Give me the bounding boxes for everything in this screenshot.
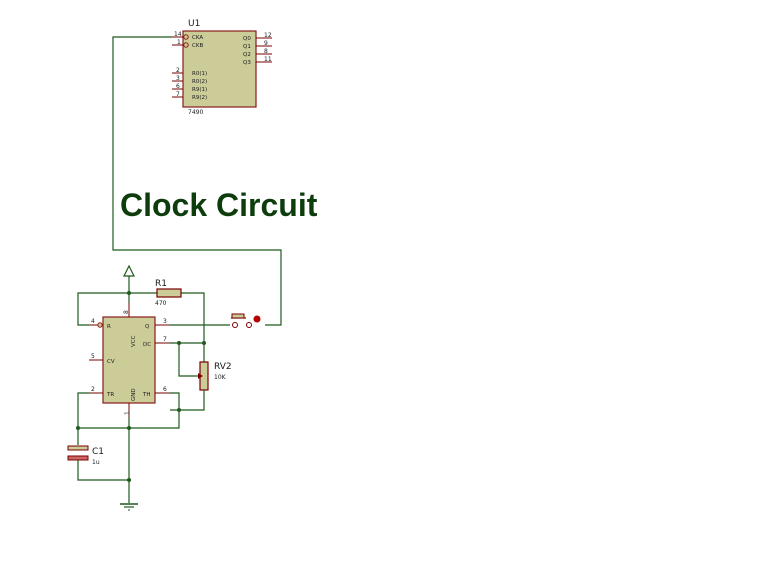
u1-inverter-bubble: [183, 42, 189, 48]
timer-pin-name: Q: [145, 324, 150, 330]
potentiometer-rv2[interactable]: RV2 10K: [198, 361, 232, 391]
c1-ref: C1: [92, 447, 104, 457]
c1-bottom-wire: [77, 460, 129, 481]
r1-body: [156, 288, 182, 298]
u1-pin-num: 12: [264, 32, 272, 39]
timer-pin-num: 7: [163, 336, 167, 343]
timer-pin-num: 2: [91, 386, 95, 393]
c1-plate-top: [67, 445, 89, 451]
timer-reset-bubble: [97, 322, 103, 328]
u1-pin-name: R0(2): [192, 79, 207, 85]
u1-pin-num: 6: [176, 83, 180, 90]
button-indicator-icon: [253, 315, 261, 323]
timer-pin-name: VCC: [131, 335, 137, 347]
ground-icon[interactable]: [120, 503, 138, 511]
u1-pin-num: 9: [264, 40, 268, 47]
junction-dot: [127, 426, 131, 430]
u1-pin-name: R9(2): [192, 95, 207, 101]
resistor-r1[interactable]: R1 470: [155, 279, 182, 307]
u1-pin-name: CKA: [192, 35, 203, 41]
power-arrow-icon: [123, 264, 135, 277]
timer-pin-num: 1: [124, 411, 131, 415]
u1-ref: U1: [188, 19, 200, 29]
button-contact-right: [246, 322, 252, 328]
u1-part: 7490: [188, 109, 203, 116]
junction-dot: [177, 408, 181, 412]
u1-pin-name: CKB: [192, 43, 203, 49]
c1-value: 1u: [92, 459, 100, 466]
button-cap: [231, 313, 245, 319]
u1-pin-name: R9(1): [192, 87, 207, 93]
u1-pin-name: Q2: [243, 52, 251, 58]
button-contact-left: [232, 322, 238, 328]
u1-pin-num: 14: [174, 31, 182, 38]
r1-ref: R1: [155, 279, 167, 289]
timer-pin-name: CV: [107, 359, 115, 365]
u1-pin-name: Q3: [243, 60, 251, 66]
u1-pin-num: 7: [176, 91, 180, 98]
rv2-wiper-wire: [178, 343, 198, 377]
timer-pin-num: 3: [163, 318, 167, 325]
push-button[interactable]: [231, 313, 261, 328]
timer-pin-name: DC: [143, 342, 151, 348]
u1-pin-num: 3: [176, 75, 180, 82]
u1-body: [182, 30, 257, 108]
timer-pin-num: 5: [91, 353, 95, 360]
clock-wire: [112, 36, 282, 326]
timer-555[interactable]: 4 R 5 CV 2 TR 3 Q 7 DC 6 TH 8 VCC 1 GND: [89, 303, 170, 417]
u1-pin-num: 1: [177, 39, 181, 46]
diagram-title: Clock Circuit: [120, 187, 318, 223]
junction-dot: [127, 291, 131, 295]
power-terminal[interactable]: [123, 264, 135, 303]
u1-inverter-bubble: [183, 34, 189, 40]
junction-dot: [202, 341, 206, 345]
r1-value: 470: [155, 300, 167, 307]
rv2-wiper-arrow-icon: [198, 373, 203, 379]
timer-pin-name: TR: [106, 392, 114, 398]
timer-pin-name: GND: [131, 388, 137, 401]
u1-pin-name: R0(1): [192, 71, 207, 77]
rv2-ref: RV2: [214, 362, 232, 372]
reset-wire: [77, 292, 129, 326]
timer-pin-num: 6: [163, 386, 167, 393]
timer-pin-num: 4: [91, 318, 95, 325]
u1-pin-num: 2: [176, 67, 180, 74]
junction-dot: [127, 478, 131, 482]
r1-right-wire: [180, 292, 205, 362]
u1-chip[interactable]: U1 7490 14 CKA 1 CKB 2 R0(1) 3 R0(2) 6 R…: [172, 19, 272, 116]
rv2-value: 10K: [214, 374, 227, 381]
capacitor-c1[interactable]: C1 1u: [67, 445, 104, 466]
timer-pin-num: 8: [123, 310, 130, 314]
u1-pin-num: 8: [264, 48, 268, 55]
rv2-bottom-wire: [170, 390, 205, 411]
u1-pin-name: Q1: [243, 44, 251, 50]
timer-pin-name: R: [107, 324, 111, 330]
timer-pin-name: TH: [142, 392, 151, 398]
u1-pin-name: Q0: [243, 36, 251, 42]
u1-pin-num: 11: [264, 56, 272, 63]
c1-plate-bottom: [67, 455, 89, 461]
